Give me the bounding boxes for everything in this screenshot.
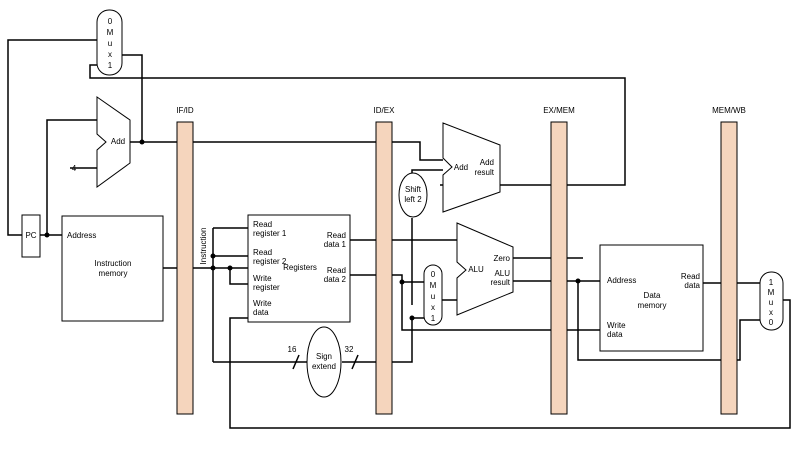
pc-mux-text-m: M (107, 28, 114, 37)
data-memory-box (599, 244, 704, 352)
instruction-memory: Address Instruction memory (61, 215, 164, 322)
pc-register (21, 214, 41, 258)
write-data-label-2: data (253, 308, 269, 317)
read-data2-label-2: data 2 (324, 275, 347, 284)
dmem-write-data-label-1: Write (607, 321, 626, 330)
read-data2-label: Read (327, 266, 346, 275)
if-adder-label: Add (111, 137, 125, 146)
if-adder: Add 4 (72, 96, 131, 188)
pc-mux: 0 M u x 1 (96, 9, 123, 76)
alu-result-label-1: ALU (494, 269, 510, 278)
alu-mux-shape (423, 264, 443, 326)
write-register-label-2: register (253, 283, 280, 292)
data-memory: Address Data memory Read data Write data (599, 244, 704, 352)
registers-title: Registers (283, 263, 317, 272)
dmem-title-line2: memory (638, 301, 667, 310)
read-data1-label-2: data 1 (324, 240, 347, 249)
ex-adder-label: Add (454, 163, 468, 172)
alu-result-label-2: result (490, 278, 510, 287)
if-id-register (176, 121, 194, 415)
sign-extend-label-1: Sign (316, 352, 332, 361)
wb-mux-text-m: M (768, 288, 775, 297)
sign-extend-label-2: extend (312, 362, 336, 371)
pc-mux-text-0: 0 (108, 17, 113, 26)
wb-mux-text-u: u (769, 298, 773, 307)
register-file: Read register 1 Read register 2 Write re… (247, 214, 351, 323)
alu-mux-text-0: 0 (431, 270, 436, 279)
ex-adder-shape (442, 122, 501, 213)
dmem-read-data-label-1: Read (681, 272, 700, 281)
instruction-memory-box (61, 215, 164, 322)
pc-mux-text-x: x (108, 50, 112, 59)
ex-mem-label: EX/MEM (543, 106, 575, 115)
write-data-label: Write (253, 299, 272, 308)
alu-label: ALU (468, 265, 484, 274)
sign-extend-shape (306, 326, 342, 398)
bits-32-label: 32 (345, 345, 354, 354)
alu-mux-text-m: M (430, 281, 437, 290)
shift-left-shape (398, 172, 428, 218)
mem-wb-register (720, 121, 738, 415)
pc-mux-text-1: 1 (108, 61, 113, 70)
ex-adder: Add Add result (442, 122, 501, 213)
read-register1-label-2: register 1 (253, 229, 287, 238)
sign-extend: Sign extend 16 32 (288, 326, 359, 398)
constant-four: 4 (72, 164, 77, 173)
dmem-address-label: Address (607, 276, 636, 285)
alu-mux-text-x: x (431, 303, 435, 312)
read-register2-label-2: register 2 (253, 257, 287, 266)
wb-mux-text-0: 0 (769, 318, 774, 327)
pc-mux-text-u: u (108, 39, 112, 48)
id-ex-register (375, 121, 393, 415)
dmem-read-data-label-2: data (684, 281, 700, 290)
ex-add-result-label-1: Add (480, 158, 494, 167)
read-register2-label: Read (253, 248, 272, 257)
read-register1-label: Read (253, 220, 272, 229)
if-id-label: IF/ID (176, 106, 194, 115)
register-file-box (247, 214, 351, 323)
wb-mux-text-1: 1 (769, 278, 774, 287)
dmem-write-data-label-2: data (607, 330, 623, 339)
ex-mem-register (550, 121, 568, 415)
bit-width-tick-32 (351, 354, 359, 370)
imem-title-line1: Instruction (95, 259, 132, 268)
mem-wb-label: MEM/WB (712, 106, 746, 115)
shift-left-2: Shift left 2 (398, 172, 428, 218)
read-data1-label: Read (327, 231, 346, 240)
alu-mux-text-u: u (431, 292, 435, 301)
shift-left-label-2: left 2 (404, 195, 422, 204)
alu-shape (456, 222, 514, 316)
pipeline-registers: IF/ID ID/EX EX/MEM MEM/WB (176, 106, 746, 415)
wb-mux-shape (759, 271, 784, 331)
dmem-title-line1: Data (644, 291, 661, 300)
ex-add-result-label-2: result (474, 168, 494, 177)
junction-dots (44, 139, 581, 321)
alu-mux-text-1: 1 (431, 314, 436, 323)
pc-mux-shape (96, 9, 123, 76)
imem-title-line2: memory (99, 269, 128, 278)
wires (7, 39, 791, 429)
alu-mux: 0 M u x 1 (423, 264, 443, 326)
wb-mux: 1 M u x 0 (759, 271, 784, 331)
alu: ALU Zero ALU result (456, 222, 514, 316)
write-register-label: Write (253, 274, 272, 283)
pc-block: PC (21, 214, 41, 258)
if-adder-shape (96, 96, 131, 188)
wb-mux-text-x: x (769, 308, 773, 317)
alu-zero-label: Zero (494, 254, 511, 263)
bit-width-tick-16 (292, 354, 300, 370)
bits-16-label: 16 (288, 345, 297, 354)
instruction-label: Instruction (199, 228, 208, 265)
shift-left-label-1: Shift (405, 185, 422, 194)
pc-label: PC (25, 231, 36, 240)
id-ex-label: ID/EX (374, 106, 396, 115)
imem-address-label: Address (67, 231, 96, 240)
